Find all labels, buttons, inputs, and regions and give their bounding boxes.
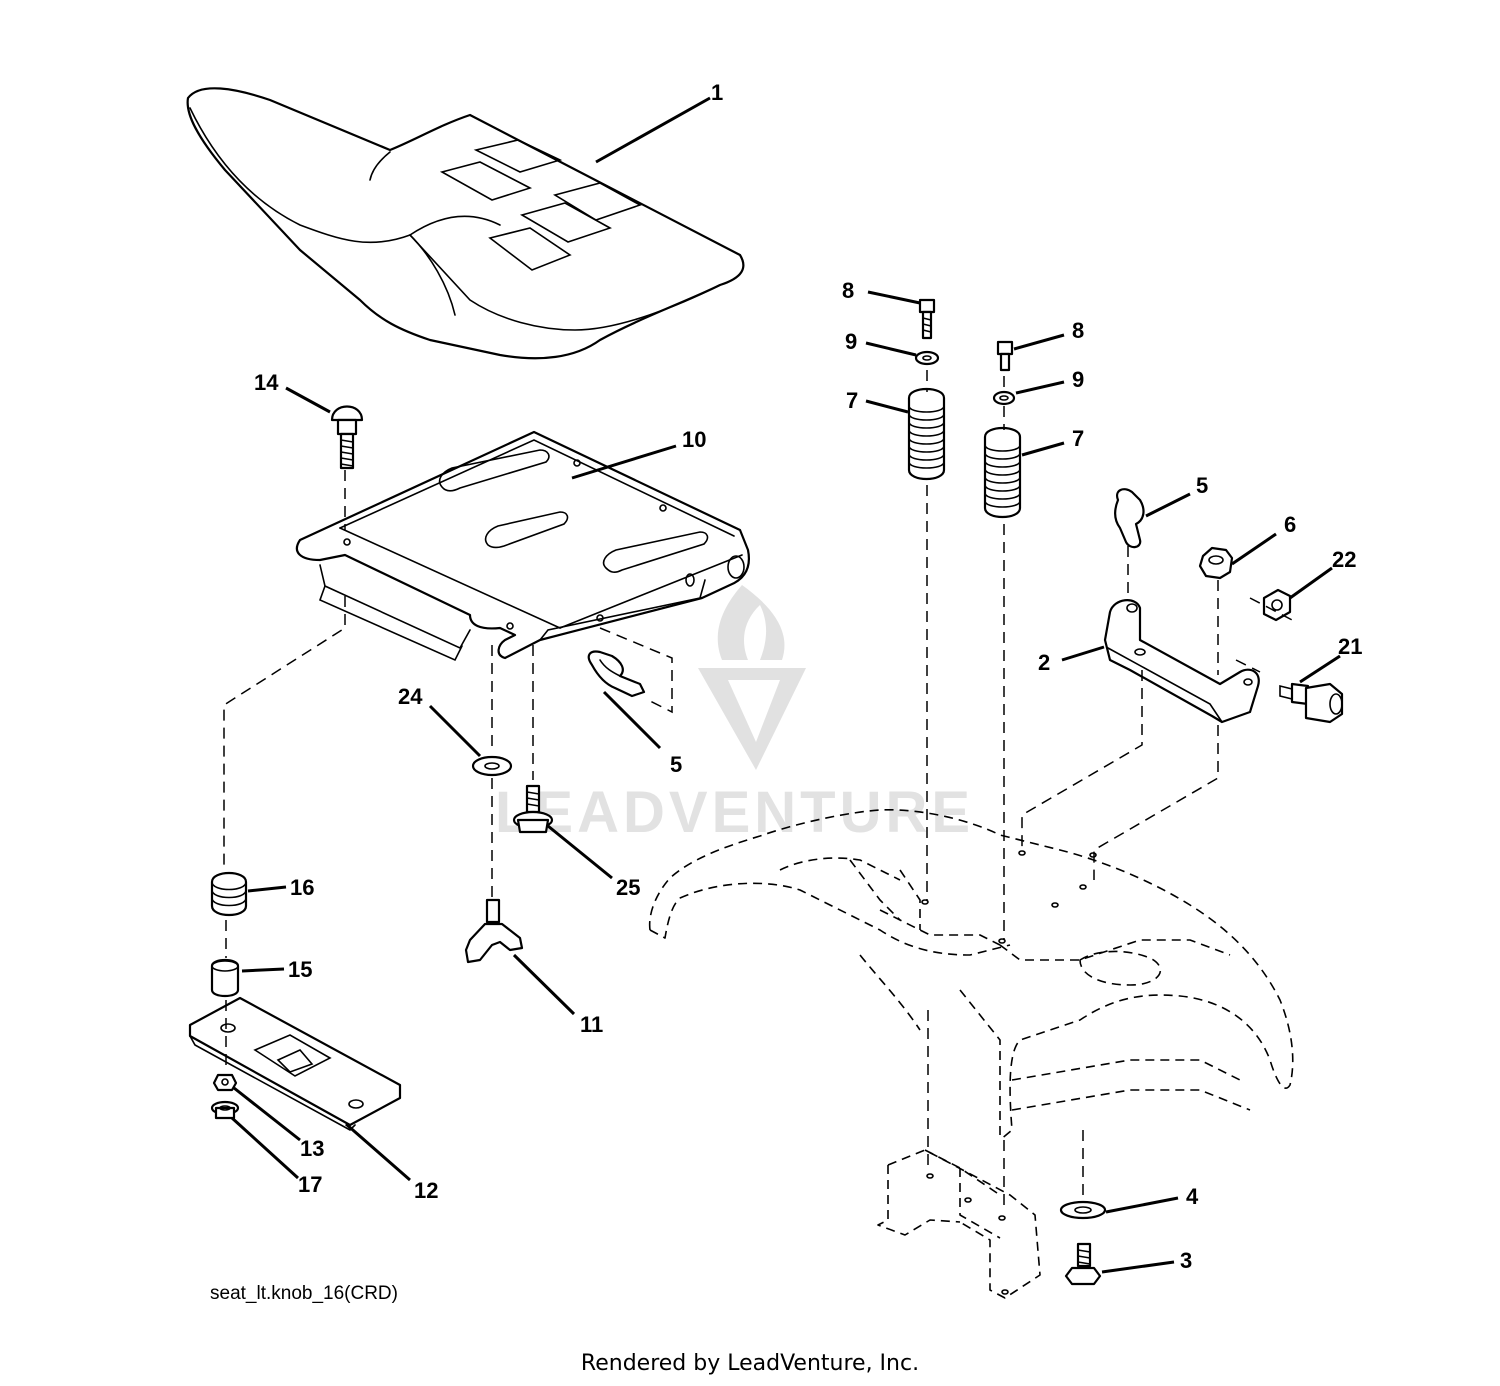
compression-spring-right (983, 426, 1022, 519)
flange-nut-right (1262, 588, 1292, 622)
leader-lines (230, 96, 1341, 1274)
assembly-lines (223, 370, 1297, 1212)
wing-knob (464, 898, 524, 964)
washer-right (992, 390, 1016, 406)
callout-7-right: 7 (1072, 426, 1084, 451)
hex-bolt (1064, 1242, 1102, 1286)
watermark-logo: LEADVENTURE (495, 585, 974, 845)
retainer-clip-right (1114, 488, 1145, 549)
seat-pan (295, 430, 750, 662)
bolt-right (996, 340, 1014, 372)
washer-left (914, 350, 940, 366)
compression-spring-left (907, 387, 946, 481)
callout-10: 10 (682, 427, 706, 452)
callout-16: 16 (290, 875, 314, 900)
callout-4: 4 (1186, 1184, 1199, 1209)
callout-21: 21 (1338, 634, 1362, 659)
callout-11: 11 (580, 1012, 603, 1037)
washer-bottom (1059, 1200, 1107, 1220)
callout-6: 6 (1284, 512, 1296, 537)
callout-12: 12 (414, 1178, 438, 1203)
shoulder-bolt (512, 784, 554, 834)
retainer-clip-left (587, 650, 646, 698)
callout-2: 2 (1038, 650, 1050, 675)
callout-8-left: 8 (842, 278, 854, 303)
callout-25: 25 (616, 875, 640, 900)
callout-9-right: 9 (1072, 367, 1084, 392)
watermark-text: LEADVENTURE (495, 780, 974, 845)
hex-nut (1198, 546, 1234, 580)
shoulder-bolt-right (1279, 682, 1344, 724)
callout-labels: 1 10 14 16 15 13 17 12 24 25 11 5 8 9 7 … (254, 80, 1362, 1273)
callout-9-left: 9 (845, 329, 857, 354)
callout-15: 15 (288, 957, 312, 982)
callout-5-left: 5 (670, 752, 682, 777)
callout-7-left: 7 (846, 388, 858, 413)
callout-22: 22 (1332, 547, 1356, 572)
callout-13: 13 (300, 1136, 324, 1161)
compression-spring-small (210, 871, 248, 917)
seat-bracket (1103, 599, 1260, 724)
washer-large (471, 755, 513, 777)
callout-8-right: 8 (1072, 318, 1084, 343)
flange-nut (210, 1100, 240, 1120)
callout-24: 24 (398, 684, 423, 709)
nut-small (212, 1073, 238, 1092)
carriage-bolt (330, 405, 364, 470)
bolt-left (918, 298, 936, 340)
diagram-code: seat_lt.knob_16(CRD) (210, 1283, 398, 1304)
fender-frame-outline (648, 808, 1294, 1299)
footer-credit: Rendered by LeadVenture, Inc. (580, 1351, 920, 1376)
callout-5-right: 5 (1196, 473, 1208, 498)
spacer (210, 958, 240, 998)
callout-1: 1 (711, 80, 723, 105)
seat-cushion (186, 87, 745, 360)
pivot-plate (188, 996, 402, 1131)
callout-17: 17 (298, 1172, 322, 1197)
callout-14: 14 (254, 370, 279, 395)
callout-3: 3 (1180, 1248, 1192, 1273)
